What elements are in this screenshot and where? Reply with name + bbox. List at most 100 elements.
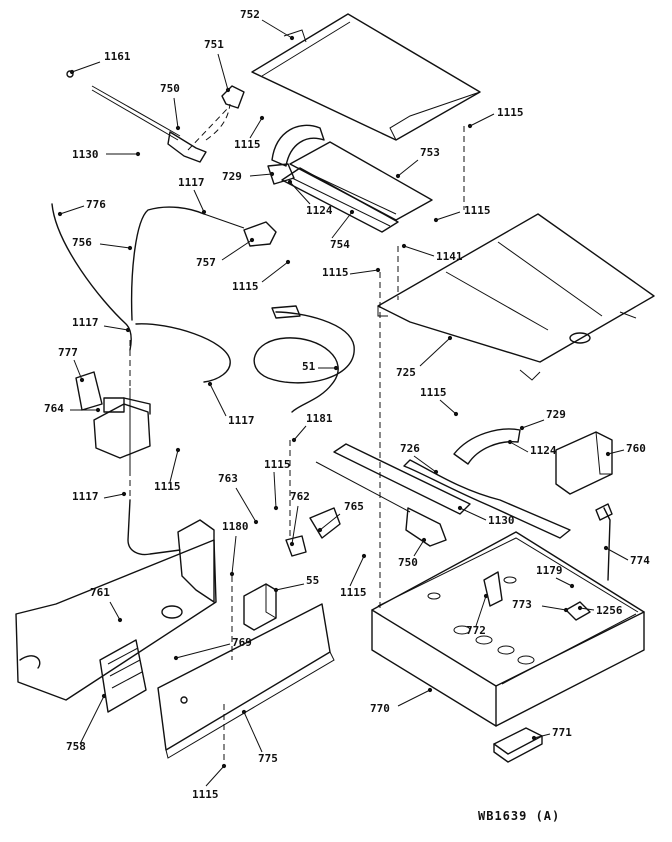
callout-c1115j: 1115 [192,788,219,801]
callout-c729b: 729 [546,408,566,421]
callout-c1130a: 1130 [72,148,99,161]
callout-c771: 771 [552,726,572,739]
leader-line-c1115d [349,269,379,275]
leader-end-c777 [79,377,85,383]
callout-c762: 762 [290,490,310,503]
leader-end-c1181 [291,437,297,443]
leader-end-c1115j [221,763,227,769]
leader-end-c1124a [287,179,293,185]
leader-line-c1117b [103,325,129,331]
callout-c1117d: 1117 [72,490,99,503]
part-725-cover-panel [377,213,655,381]
leader-end-c1124b [507,439,513,445]
leader-end-c774 [603,545,609,551]
part-762-switch [285,535,307,557]
callout-c1115e: 1115 [232,280,259,293]
leader-end-c753 [395,173,401,179]
leader-end-c1115c [433,217,439,223]
callout-c770: 770 [370,702,390,715]
leader-end-c756 [127,245,133,251]
leader-end-c1130b [457,505,463,511]
leader-end-c1115a [467,123,473,129]
leader-end-c757 [249,237,255,243]
callout-c1115a: 1115 [497,106,524,119]
leader-end-c1117b [125,327,131,333]
leader-end-c769 [173,655,179,661]
leader-end-c1115g [273,505,279,511]
leader-line-c725 [419,337,451,367]
leader-line-c1124a [289,181,311,205]
leader-line-c1115b [249,117,263,139]
leader-line-c1181 [293,425,307,441]
part-750-igniter-lower [309,461,447,547]
leader-end-c772 [483,593,489,599]
leader-line-c750a [173,97,179,129]
callout-c1115c: 1115 [464,204,491,217]
callout-c760: 760 [626,442,646,455]
leader-end-c1115d [375,267,381,273]
leader-end-c55 [273,587,279,593]
leader-line-c1115j [205,765,225,787]
leader-line-c1115f [439,399,457,415]
leader-end-c51 [333,365,339,371]
leader-end-c760 [605,451,611,457]
part-729-elbow-upper [267,124,325,185]
callout-c1161: 1161 [104,50,131,63]
callout-c1115b: 1115 [234,138,261,151]
callout-c777: 777 [58,346,78,359]
callout-c776: 776 [86,198,106,211]
part-754-burner-tube [281,167,399,233]
leader-end-c1256 [577,605,583,611]
callout-c1117a: 1117 [178,176,205,189]
leader-end-c765 [317,527,323,533]
leader-line-c757 [221,239,253,261]
leader-end-c1161 [69,69,75,75]
leader-line-c1115i [349,555,365,587]
leader-line-c729a [249,173,273,177]
callout-c1124a: 1124 [306,204,333,217]
leader-end-c758 [101,693,107,699]
leader-line-c1115e [261,261,289,283]
leader-end-c751 [225,87,231,93]
leader-end-c729a [269,171,275,177]
leader-end-c1115h [175,447,181,453]
leader-end-c1117a [201,209,207,215]
part-55-transformer [243,583,277,631]
callout-c775: 775 [258,752,278,765]
callout-c1179: 1179 [536,564,563,577]
leader-line-c774 [605,547,629,561]
part-760-block [555,431,613,495]
leader-line-c1124b [509,441,529,453]
callout-c750a: 750 [160,82,180,95]
leader-line-c775 [243,711,263,753]
callout-c1180: 1180 [222,520,249,533]
part-761-side-panel [15,519,217,701]
leader-line-c769 [175,643,231,659]
leader-line-c773 [541,605,567,611]
callout-c752: 752 [240,8,260,21]
part-777-plate [75,371,103,411]
leader-line-c1256 [579,607,595,611]
leader-line-c770 [397,689,431,707]
callout-c751: 751 [204,38,224,51]
leader-end-c776 [57,211,63,217]
part-752-burner-shield [251,13,481,141]
leader-line-c750b [413,539,425,557]
part-773-clip [565,601,591,621]
callout-c1181: 1181 [306,412,333,425]
callout-c55: 55 [306,574,319,587]
leader-line-c1115h [169,449,179,483]
callout-c757: 757 [196,256,216,269]
part-758-terminal-block [99,639,147,713]
callout-c761: 761 [90,586,110,599]
leader-end-c754 [349,209,355,215]
leader-line-c758 [79,695,105,745]
callout-c774: 774 [630,554,650,567]
leader-line-c762 [291,505,299,545]
leader-line-c776 [59,205,85,215]
callout-c772: 772 [466,624,486,637]
part-726-burner-lower [333,443,571,539]
part-775-front-panel [157,603,335,759]
